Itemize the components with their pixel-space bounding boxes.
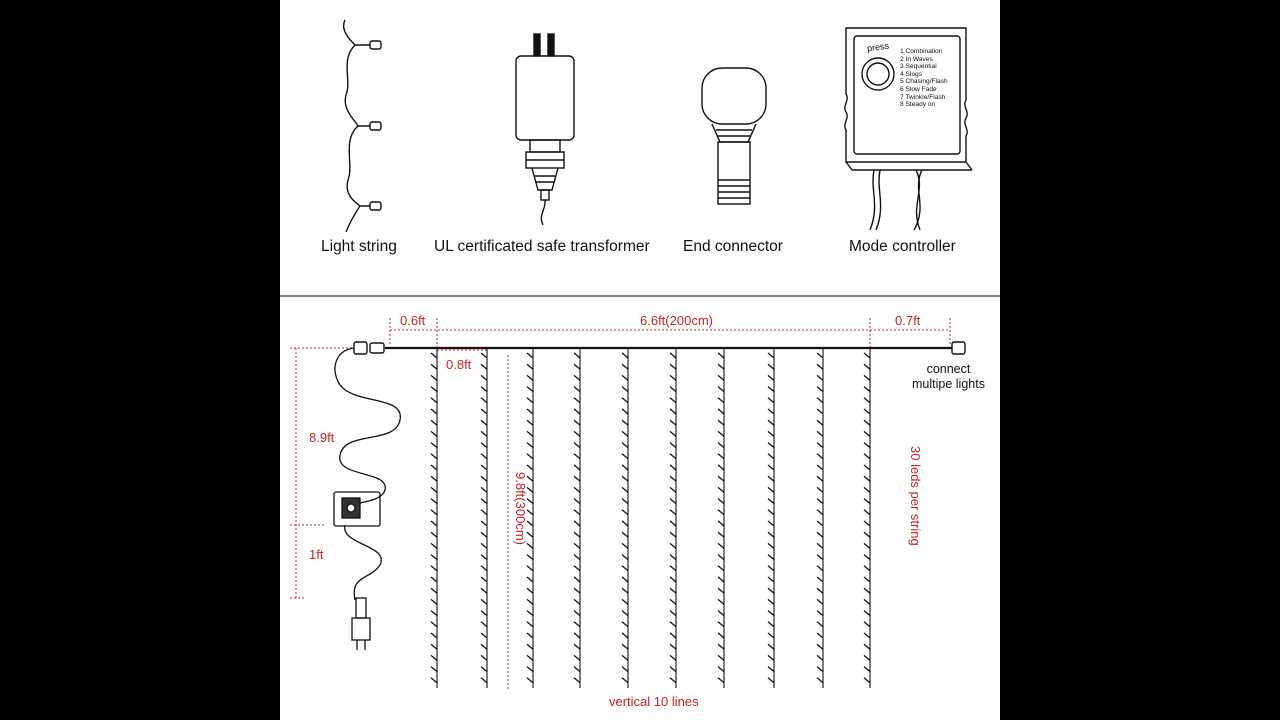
output-socket xyxy=(951,341,966,355)
diagram-artwork xyxy=(280,19,1000,690)
power-plug-icon xyxy=(351,597,371,650)
label-height: 9.8ft(300cm) xyxy=(513,472,528,545)
label-right-lead: 0.7ft xyxy=(895,313,921,328)
led-string xyxy=(669,348,677,688)
led-string xyxy=(430,348,438,688)
light-string-icon xyxy=(343,19,382,233)
connect-note-line-1: connect xyxy=(926,362,971,376)
lead-cable xyxy=(334,347,401,601)
caption-mode-controller: Mode controller xyxy=(849,238,956,255)
mode-item: 4 Slogs xyxy=(900,70,922,78)
led-string xyxy=(767,348,775,688)
mode-item: 7 Twinkle/Flash xyxy=(900,93,946,101)
hanging-led-strings xyxy=(430,348,871,688)
label-width: 6.6ft(200cm) xyxy=(640,313,713,328)
end-connector-icon xyxy=(701,67,767,205)
caption-light-string: Light string xyxy=(321,238,397,255)
input-socket xyxy=(369,342,385,354)
transformer-icon xyxy=(515,33,575,226)
mode-item: 5 Chasing/Flash xyxy=(900,78,948,86)
caption-transformer: UL certificated safe transformer xyxy=(434,238,650,255)
dimension-lines xyxy=(290,318,951,690)
led-string xyxy=(621,348,629,688)
label-spacing: 0.8ft xyxy=(446,357,472,372)
mode-item: 6 Slow Fade xyxy=(900,85,937,93)
mode-item: 8 Steady on xyxy=(900,101,936,109)
label-lower-cable: 1ft xyxy=(309,547,324,562)
mode-controller-icon xyxy=(844,27,973,231)
product-diagram-panel: Light string UL certificated safe transf… xyxy=(280,0,1000,720)
led-string xyxy=(573,348,581,688)
mode-item: 3 Sequential xyxy=(900,63,937,71)
mode-item: 1 Combination xyxy=(900,48,943,55)
led-string xyxy=(526,348,534,688)
mode-item: 2 In Waves xyxy=(900,55,933,63)
input-plug xyxy=(353,341,368,355)
label-left-lead: 0.6ft xyxy=(400,313,426,328)
led-string xyxy=(717,348,725,688)
small-controller-icon xyxy=(333,491,381,527)
connect-note-line-2: multipe lights xyxy=(912,377,985,391)
led-string xyxy=(863,348,871,688)
label-lines: vertical 10 lines xyxy=(609,694,699,709)
led-string xyxy=(816,348,824,688)
label-upper-cable: 8.9ft xyxy=(309,430,335,445)
connect-note: connect multipe lights xyxy=(912,362,985,392)
led-string xyxy=(480,348,488,688)
label-leds-per-string: 30 leds per string xyxy=(908,446,923,546)
caption-end-connector: End connector xyxy=(683,238,783,255)
